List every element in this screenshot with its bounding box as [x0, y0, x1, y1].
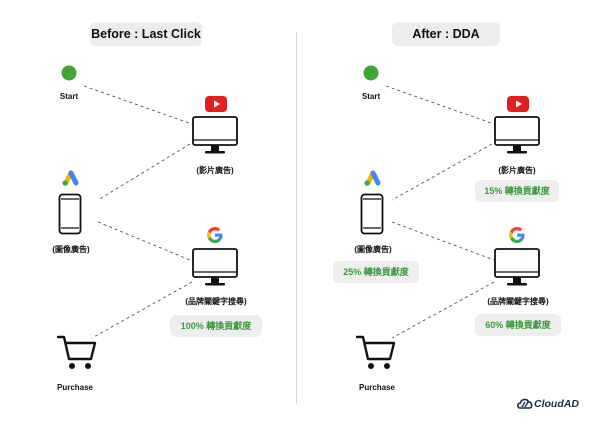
panel-divider — [296, 32, 297, 404]
google-icon — [207, 227, 223, 243]
connector-start-to-video — [83, 85, 193, 125]
phone-label: (圖像廣告) — [354, 245, 392, 254]
start-label: Start — [361, 92, 381, 101]
google-icon — [509, 227, 525, 243]
credit-badge-search: 100% 轉換貢獻度 — [170, 315, 262, 337]
phone-icon — [58, 193, 82, 235]
credit-badge-display: 25% 轉換貢獻度 — [333, 261, 419, 283]
before-title: Before : Last Click — [90, 22, 202, 46]
cart-icon — [355, 335, 396, 369]
monitor-icon — [192, 116, 238, 154]
monitor-bottom-label: (品牌關鍵字搜尋) — [487, 297, 549, 306]
monitor-icon — [494, 116, 540, 154]
monitor-bottom-label: (品牌關鍵字搜尋) — [185, 297, 247, 306]
monitor-icon — [494, 248, 540, 286]
connector-phone-to-search — [391, 221, 495, 261]
monitor-top-label: (影片廣告) — [498, 166, 536, 175]
phone-icon — [360, 193, 384, 235]
google-ads-icon — [62, 170, 79, 186]
monitor-icon — [192, 248, 238, 286]
purchase-label: Purchase — [56, 383, 94, 392]
start-label: Start — [59, 92, 79, 101]
connector-phone-to-search — [97, 221, 191, 261]
youtube-icon — [507, 96, 529, 112]
connector-video-to-phone — [97, 143, 191, 201]
credit-badge-search: 60% 轉換貢獻度 — [475, 314, 561, 336]
start-dot-icon — [61, 65, 77, 81]
after-title: After : DDA — [392, 22, 500, 46]
cloudad-logo-icon — [517, 398, 533, 409]
credit-badge-video: 15% 轉換貢獻度 — [475, 180, 559, 202]
purchase-label: Purchase — [358, 383, 396, 392]
cart-icon — [56, 335, 97, 369]
brand-name: CloudAD — [534, 398, 579, 410]
connector-start-to-video — [385, 85, 495, 125]
monitor-top-label: (影片廣告) — [196, 166, 234, 175]
phone-label: (圖像廣告) — [52, 245, 90, 254]
start-dot-icon — [363, 65, 379, 81]
youtube-icon — [205, 96, 227, 112]
google-ads-icon — [364, 170, 381, 186]
